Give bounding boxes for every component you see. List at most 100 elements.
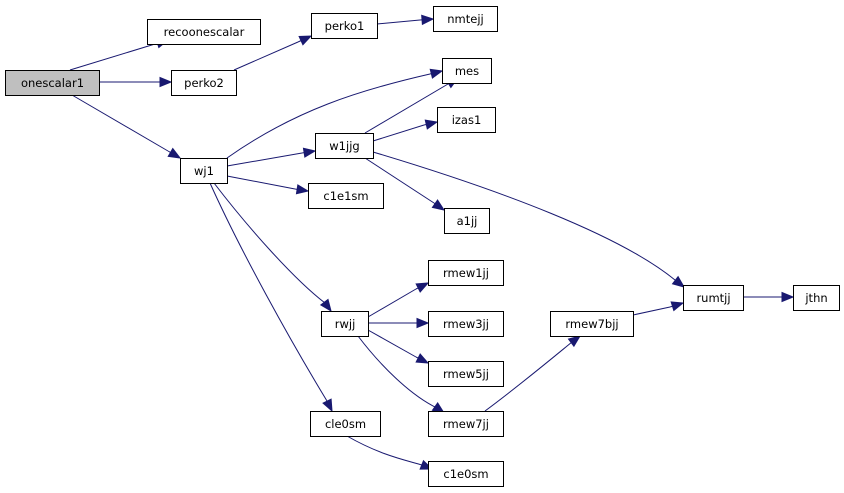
node-jthn[interactable]: jthn: [793, 285, 840, 311]
arrowhead-icon: [567, 335, 582, 348]
node-box[interactable]: [793, 285, 840, 311]
edge-w1jjg-to-a1jj: [364, 157, 446, 211]
node-label: nmtejj: [447, 12, 483, 26]
node-label: perko2: [184, 76, 224, 90]
node-box[interactable]: [147, 19, 261, 45]
arrowhead-icon: [671, 275, 686, 288]
node-nmtejj[interactable]: nmtejj: [433, 6, 498, 32]
edge-rwjj-to-rmew3jj: [368, 317, 430, 329]
node-wj1[interactable]: wj1: [180, 158, 228, 184]
arrowhead-icon: [421, 14, 435, 26]
edge-line: [226, 175, 296, 190]
node-label: w1jjg: [329, 139, 359, 153]
node-c1e0sm[interactable]: c1e0sm: [428, 461, 504, 487]
node-a1jj[interactable]: a1jj: [444, 208, 490, 234]
edge-wj1-to-cle0sm: [209, 182, 333, 413]
arrowhead-icon: [302, 147, 317, 158]
node-rumtjj[interactable]: rumtjj: [683, 285, 744, 311]
edge-rwjj-to-rmew1jj: [367, 282, 430, 318]
node-label: rumtjj: [696, 291, 730, 305]
node-label: izas1: [452, 113, 482, 127]
edge-line: [226, 152, 303, 167]
edge-line: [209, 182, 328, 402]
edge-line: [632, 306, 671, 316]
edge-rwjj-to-rmew7jj: [357, 335, 446, 414]
edge-perko1-to-nmtejj: [376, 14, 435, 26]
edge-onescalar1-to-wj1: [71, 94, 182, 159]
node-box[interactable]: [311, 13, 378, 39]
node-rmew5jj[interactable]: rmew5jj: [428, 361, 504, 387]
node-rmew1jj[interactable]: rmew1jj: [428, 260, 504, 286]
node-label: wj1: [194, 164, 214, 178]
node-box[interactable]: [428, 361, 504, 387]
node-box[interactable]: [550, 311, 634, 337]
node-box[interactable]: [321, 311, 369, 337]
node-box[interactable]: [683, 285, 744, 311]
node-rmew7bjj[interactable]: rmew7bjj: [550, 311, 634, 337]
edge-w1jjg-to-rumtjj: [372, 151, 686, 288]
node-label: rmew5jj: [443, 367, 489, 381]
edge-rmew7bjj-to-rumtjj: [632, 301, 685, 316]
arrowhead-icon: [670, 301, 685, 312]
node-box[interactable]: [180, 158, 228, 184]
node-box[interactable]: [428, 260, 504, 286]
node-box[interactable]: [315, 133, 374, 159]
node-box[interactable]: [437, 107, 496, 133]
node-c1e1sm[interactable]: c1e1sm: [308, 183, 384, 209]
arrowhead-icon: [416, 317, 430, 329]
node-box[interactable]: [428, 411, 504, 437]
node-box[interactable]: [428, 461, 504, 487]
node-recoonescalar[interactable]: recoonescalar: [147, 19, 261, 45]
node-label: jthn: [804, 291, 827, 305]
node-label: recoonescalar: [164, 25, 245, 39]
arrowhead-icon: [322, 398, 333, 413]
node-perko2[interactable]: perko2: [171, 70, 237, 96]
node-w1jjg[interactable]: w1jjg: [315, 133, 374, 159]
node-box[interactable]: [444, 208, 490, 234]
node-label: cle0sm: [325, 417, 366, 431]
node-label: c1e0sm: [443, 467, 488, 481]
node-label: mes: [455, 64, 479, 78]
arrowhead-icon: [319, 298, 332, 313]
edge-wj1-to-rwjj: [213, 182, 332, 313]
node-rmew3jj[interactable]: rmew3jj: [428, 311, 504, 337]
node-label: rwjj: [335, 317, 356, 331]
edge-line: [364, 83, 449, 134]
edge-line: [372, 124, 425, 142]
node-label: rmew1jj: [443, 266, 489, 280]
node-label: onescalar1: [21, 76, 84, 90]
node-rwjj[interactable]: rwjj: [321, 311, 369, 337]
node-rmew7jj[interactable]: rmew7jj: [428, 411, 504, 437]
edge-onescalar1-to-perko2: [99, 76, 173, 88]
arrowhead-icon: [295, 184, 310, 195]
arrowhead-icon: [431, 199, 446, 211]
node-box[interactable]: [428, 311, 504, 337]
edge-rumtjj-to-jthn: [743, 291, 795, 303]
edge-rwjj-to-rmew5jj: [367, 329, 430, 364]
node-box[interactable]: [442, 58, 492, 84]
arrowhead-icon: [415, 353, 430, 364]
node-onescalar1[interactable]: onescalar1: [5, 70, 100, 96]
edge-line: [213, 182, 326, 304]
node-box[interactable]: [5, 70, 100, 96]
node-izas1[interactable]: izas1: [437, 107, 496, 133]
edge-line: [364, 157, 435, 204]
arrowhead-icon: [424, 119, 439, 130]
edge-line: [71, 94, 169, 152]
node-box[interactable]: [433, 6, 498, 32]
edge-wj1-to-c1e1sm: [226, 175, 310, 195]
edge-line: [376, 19, 421, 25]
node-label: c1e1sm: [323, 189, 368, 203]
node-box[interactable]: [310, 411, 381, 437]
node-mes[interactable]: mes: [442, 58, 492, 84]
node-perko1[interactable]: perko1: [311, 13, 378, 39]
edge-line: [367, 329, 417, 358]
edge-wj1-to-mes: [226, 68, 444, 159]
edge-line: [226, 73, 431, 159]
node-box[interactable]: [171, 70, 237, 96]
edge-line: [372, 151, 676, 281]
arrowhead-icon: [298, 35, 313, 46]
node-cle0sm[interactable]: cle0sm: [310, 411, 381, 437]
node-box[interactable]: [308, 183, 384, 209]
edge-perko2-to-perko1: [233, 35, 313, 71]
